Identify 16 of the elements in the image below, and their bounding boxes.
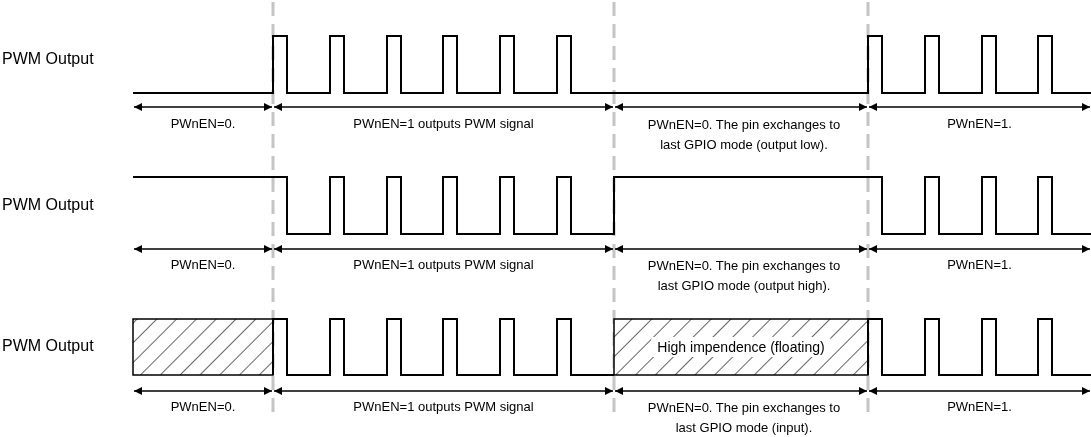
state-label: PWnEN=0. The pin exchanges to last GPIO mode (input). — [646, 399, 842, 437]
state-label: PWnEN=1 outputs PWM signal — [352, 115, 535, 133]
signal-name: PWM Output — [2, 49, 94, 68]
state-label: PWnEN=0. The pin exchanges to last GPIO mode (output high). — [646, 257, 842, 295]
region-label: High impendence (floating) — [651, 337, 831, 357]
state-label: PWnEN=1. — [946, 398, 1013, 416]
state-label: PWnEN=1 outputs PWM signal — [352, 256, 535, 274]
state-label: PWnEN=1 outputs PWM signal — [352, 398, 535, 416]
state-label: PWnEN=0. — [169, 256, 237, 274]
signal-name: PWM Output — [2, 337, 94, 355]
state-label: PWnEN=0. The pin exchanges to last GPIO mode (output low). — [646, 116, 842, 154]
state-label: PWnEN=1. — [946, 115, 1013, 133]
signal-name: PWM Output — [2, 195, 94, 214]
state-label: PWnEN=1. — [946, 256, 1013, 274]
state-label: PWnEN=0. — [169, 398, 237, 416]
state-label: PWnEN=0. — [169, 115, 237, 133]
